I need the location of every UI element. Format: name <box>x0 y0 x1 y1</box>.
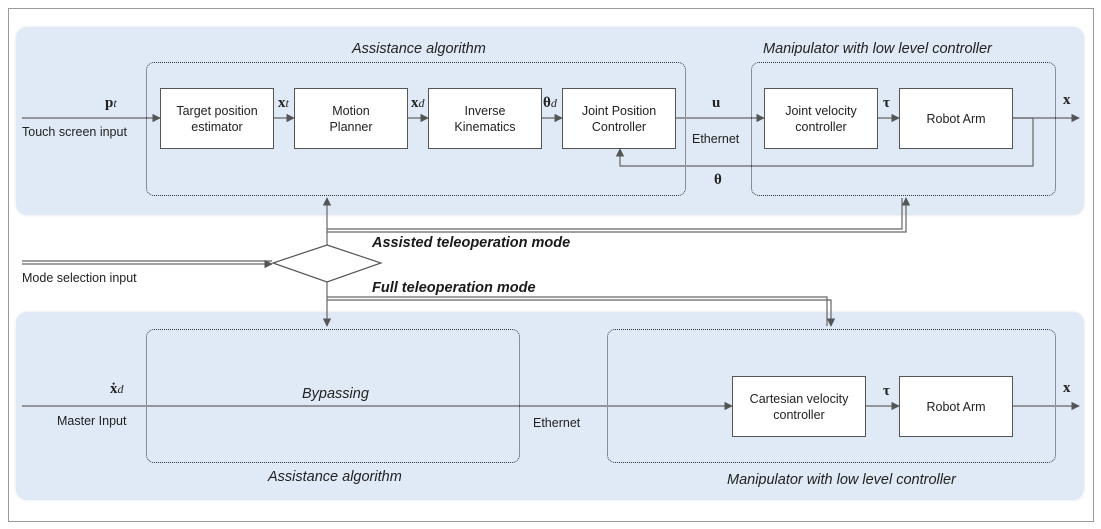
bottom-robot-arm-block: Robot Arm <box>899 376 1013 437</box>
master-input-label: Master Input <box>57 414 127 428</box>
master-input-symbol: ẋd <box>110 381 124 397</box>
bypassing-label: Bypassing <box>302 386 369 402</box>
bottom-manipulator-title: Manipulator with low level controller <box>727 472 956 488</box>
top-manipulator-title: Manipulator with low level controller <box>763 41 992 57</box>
touch-screen-input-label: Touch screen input <box>22 125 127 139</box>
bottom-manipulator-group <box>607 329 1056 463</box>
top-assistance-title: Assistance algorithm <box>352 41 486 57</box>
bottom-assistance-title: Assistance algorithm <box>268 469 402 485</box>
top-robot-arm-block: Robot Arm <box>899 88 1013 149</box>
signal-theta-feedback: θ <box>714 172 722 188</box>
motion-planner-block: Motion Planner <box>294 88 408 149</box>
joint-position-controller-block: Joint Position Controller <box>562 88 676 149</box>
signal-xd: xd <box>411 95 425 111</box>
signal-u: u <box>712 95 721 111</box>
signal-x-top: x <box>1063 92 1071 108</box>
cartesian-velocity-controller-block: Cartesian velocity controller <box>732 376 866 437</box>
bottom-assistance-group <box>146 329 520 463</box>
top-assistance-group <box>146 62 686 196</box>
touch-input-symbol: pt <box>105 95 117 111</box>
signal-theta-d: θd <box>543 95 557 111</box>
assisted-teleoperation-mode-label: Assisted teleoperation mode <box>372 235 571 251</box>
full-teleoperation-mode-label: Full teleoperation mode <box>372 280 536 296</box>
signal-tau-top: τ <box>883 95 890 111</box>
signal-xt: xt <box>278 95 289 111</box>
top-ethernet-label: Ethernet <box>692 132 740 146</box>
top-manipulator-group <box>751 62 1056 196</box>
signal-x-bottom: x <box>1063 380 1071 396</box>
mode-selection-input-label: Mode selection input <box>22 271 137 285</box>
inverse-kinematics-block: Inverse Kinematics <box>428 88 542 149</box>
signal-tau-bottom: τ <box>883 383 890 399</box>
mode-selector-diamond <box>271 244 383 283</box>
bottom-ethernet-label: Ethernet <box>533 416 581 430</box>
target-position-estimator-block: Target position estimator <box>160 88 274 149</box>
joint-velocity-controller-block: Joint velocity controller <box>764 88 878 149</box>
